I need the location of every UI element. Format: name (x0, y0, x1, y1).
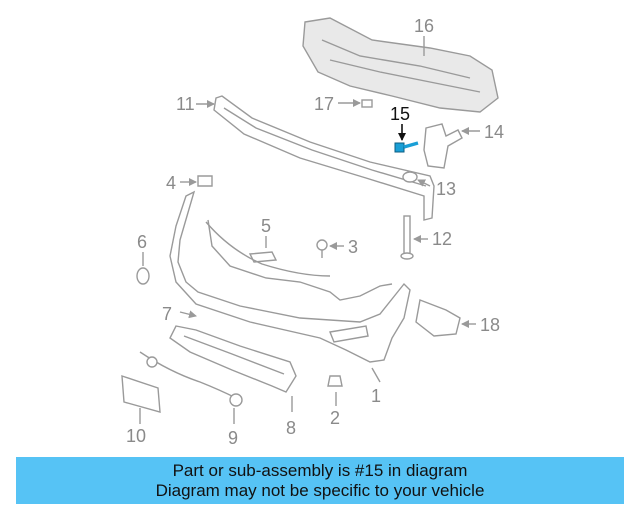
callout-11: 11 (176, 94, 195, 114)
part-13-nut (402, 171, 431, 187)
callout-15: 15 (390, 104, 410, 124)
banner-part-text: Part or sub-assembly is #15 in diagram (172, 460, 468, 480)
part-10-plate-bracket (121, 375, 161, 424)
part-1-bumper-cover (169, 190, 411, 383)
part-11-reinforcement (213, 95, 435, 221)
part-14-bracket (423, 123, 480, 169)
callout-6: 6 (137, 232, 147, 252)
part-4-clip (180, 175, 213, 187)
callout-14: 14 (484, 122, 504, 142)
callout-7: 7 (162, 304, 172, 324)
part-12-stud (400, 215, 428, 260)
part-3-pin (316, 239, 344, 258)
callout-1: 1 (371, 386, 381, 406)
callout-12: 12 (432, 229, 452, 249)
part-2-clip (327, 375, 343, 406)
part-18-side-bracket (415, 299, 476, 337)
part-9-sensor-harness (139, 351, 243, 424)
callout-17: 17 (314, 94, 334, 114)
part-6-ring (136, 252, 150, 285)
callout-2: 2 (330, 408, 340, 428)
part-15-screw (394, 124, 419, 153)
callout-13: 13 (436, 179, 456, 199)
callout-16: 16 (414, 16, 434, 36)
callout-9: 9 (228, 428, 238, 448)
callout-18: 18 (480, 315, 500, 335)
part-16-upper-support (302, 17, 499, 113)
callout-4: 4 (166, 173, 176, 193)
parts-diagram: 1 2 3 4 5 6 7 8 9 10 11 12 13 14 15 16 1… (121, 16, 504, 448)
callout-10: 10 (126, 426, 146, 446)
banner-disclaimer-text: Diagram may not be specific to your vehi… (155, 480, 485, 500)
info-banner: Part or sub-assembly is #15 in diagram D… (16, 457, 624, 504)
part-5-cover (248, 236, 278, 263)
callout-5: 5 (261, 216, 271, 236)
callout-3: 3 (348, 237, 358, 257)
callout-8: 8 (286, 418, 296, 438)
part-8-lower-grille (169, 325, 297, 412)
part-17-bolt (338, 99, 373, 108)
